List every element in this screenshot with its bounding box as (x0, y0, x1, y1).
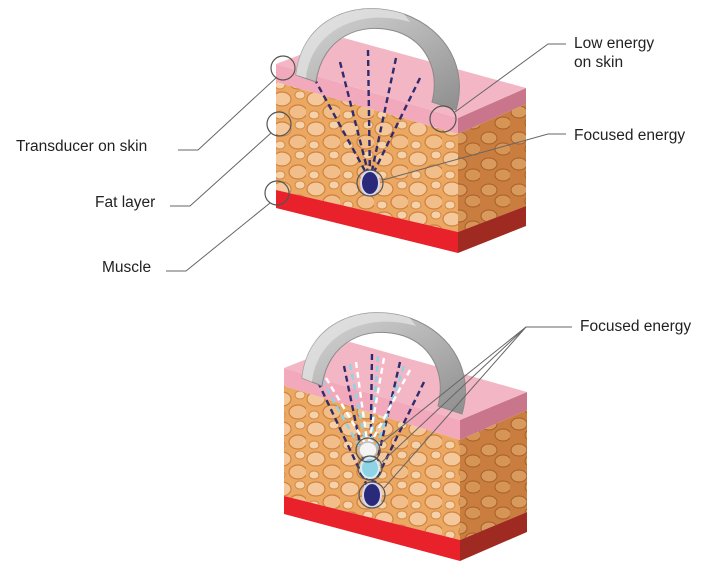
label-low-energy-line1: Low energy (574, 35, 655, 52)
tissue-block-2 (284, 342, 527, 561)
label-muscle: Muscle (102, 259, 152, 276)
fat-layer-side-2 (460, 410, 527, 540)
label-focused-energy-2: Focused energy (580, 318, 692, 335)
fat-layer-front (276, 82, 458, 232)
muscle-layer-front-2 (284, 496, 460, 561)
label-transducer-on-skin: Transducer on skin (16, 138, 148, 155)
skin-layer-side-2 (460, 392, 527, 440)
tissue-block-1 (276, 38, 526, 253)
label-fat-layer: Fat layer (95, 194, 156, 211)
muscle-layer-side-2 (460, 512, 527, 561)
callout-circle-low-energy (429, 105, 457, 133)
skin-layer-side (458, 88, 526, 134)
callout-circle-muscle (264, 180, 290, 206)
callout-circle-fat (266, 111, 292, 137)
diagram-2 (284, 312, 572, 561)
label-focused-energy-1: Focused energy (574, 127, 686, 144)
muscle-layer-front (276, 190, 458, 253)
skin-layer-top-2 (284, 342, 527, 420)
skin-layer-top (276, 38, 526, 118)
callout-circle-focused-1 (356, 169, 384, 197)
diagram-1 (166, 8, 566, 272)
focal-point-1 (360, 170, 380, 196)
focal-point-light (360, 457, 380, 479)
energy-beams-1 (312, 49, 422, 181)
fat-layer-side (458, 104, 526, 232)
leader-lines-2 (379, 326, 572, 489)
focus-callout-circles-2 (355, 437, 386, 509)
leader-lines-1 (166, 43, 566, 272)
focal-point-dark (362, 482, 382, 508)
muscle-layer-side (458, 206, 526, 253)
label-low-energy-line2: on skin (574, 54, 624, 71)
skin-layer-front (276, 64, 458, 134)
callout-circle-transducer (270, 55, 296, 81)
skin-layer-front-2 (284, 368, 460, 440)
